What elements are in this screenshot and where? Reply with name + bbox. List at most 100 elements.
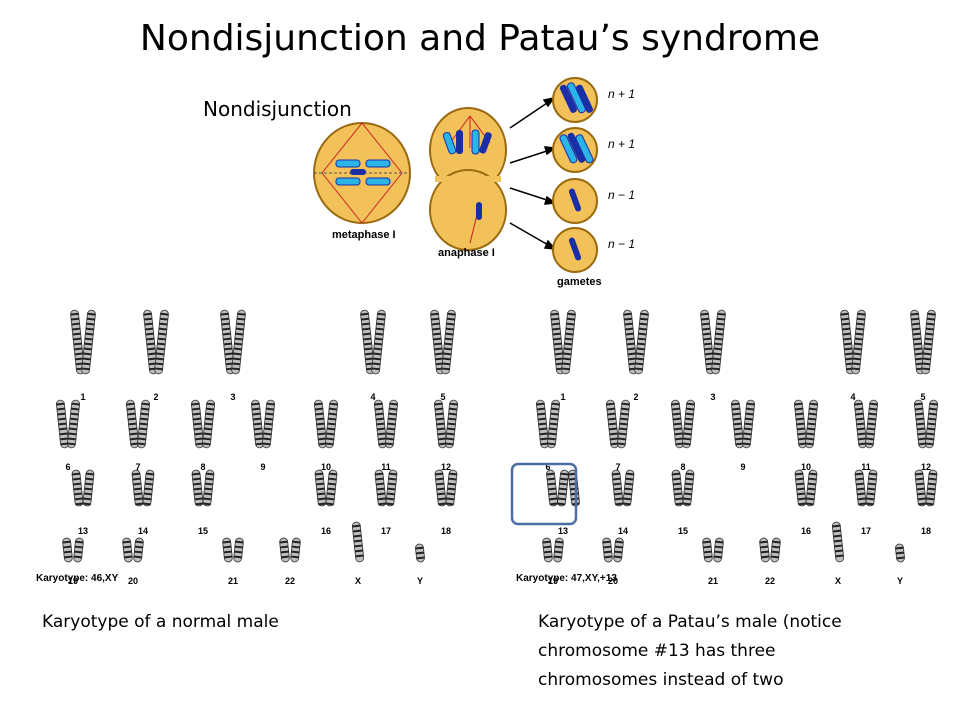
chromosome	[385, 399, 398, 449]
chromosome	[191, 399, 204, 449]
slide-title: Nondisjunction and Patau’s syndrome	[139, 18, 821, 59]
chromosome-number: 1	[80, 392, 85, 402]
chromosome-number: 6	[545, 462, 550, 472]
chromosome	[154, 309, 169, 375]
gamete-3	[552, 178, 598, 224]
chromosome-number: 20	[608, 576, 618, 585]
chromosome	[702, 537, 713, 563]
chromosome-number: 2	[633, 392, 638, 402]
chromosome	[73, 537, 84, 563]
chromosome	[634, 309, 649, 375]
patau-caption-line: chromosome #13 has three	[538, 641, 776, 661]
chromosome	[611, 469, 624, 507]
chromosome-number: 4	[370, 392, 375, 402]
chromosome	[671, 469, 684, 507]
patau-caption-line: chromosomes instead of two	[538, 670, 784, 690]
chromosome-number: 7	[135, 462, 140, 472]
karyotype-label: Karyotype: 47,XY,+13	[516, 573, 617, 584]
chromosome	[202, 399, 215, 449]
chromosome	[202, 469, 215, 507]
chromosome	[325, 399, 338, 449]
chromosome	[191, 469, 204, 507]
chromosome	[851, 309, 866, 375]
chromosome	[430, 309, 445, 375]
chromosome	[131, 469, 144, 507]
chromosome	[126, 399, 139, 449]
patau-caption-line: Karyotype of a Patau’s male (notice	[538, 612, 842, 632]
chromosome-number: 11	[381, 462, 391, 472]
chromosome	[67, 399, 80, 449]
chromosome	[360, 309, 375, 375]
chromosome-number: X	[835, 576, 841, 585]
chromosome	[622, 469, 635, 507]
chromosome	[568, 469, 580, 507]
normal-caption: Karyotype of a normal male	[42, 612, 279, 632]
chromosome-number: 12	[441, 462, 451, 472]
chromosome-number: 6	[65, 462, 70, 472]
chromosome	[279, 537, 290, 563]
gamete-label-2: n + 1	[608, 137, 635, 151]
chromosome	[233, 537, 244, 563]
chromosome	[617, 399, 630, 449]
chromosome	[262, 399, 275, 449]
chromosome	[895, 543, 905, 563]
chromosome	[56, 399, 69, 449]
chromosome-number: 17	[861, 526, 871, 536]
chromosome	[805, 469, 818, 507]
chromosome	[351, 521, 365, 563]
karyotype-label: Karyotype: 46,XY	[36, 573, 119, 584]
chromosome	[81, 309, 96, 375]
chromosome	[623, 309, 638, 375]
chromosome	[840, 309, 855, 375]
chromosome-number: 4	[850, 392, 855, 402]
trisomy-13-highlight	[510, 462, 578, 526]
chromosome	[542, 537, 553, 563]
chromosome-number: 18	[921, 526, 931, 536]
chromosome	[557, 469, 569, 507]
chromosome	[831, 521, 845, 563]
chromosome	[434, 469, 447, 507]
gamete-label-3: n − 1	[608, 188, 635, 202]
chromosome	[731, 399, 744, 449]
chromosome	[385, 469, 398, 507]
chromosome	[794, 469, 807, 507]
chromosome-number: 3	[710, 392, 715, 402]
chromosome	[434, 399, 447, 449]
chromosome-number: 14	[138, 526, 148, 536]
anaphase-label: anaphase I	[438, 247, 495, 259]
chromosome-number: 5	[920, 392, 925, 402]
chromosome-number: 3	[230, 392, 235, 402]
chromosome-number: 10	[321, 462, 331, 472]
chromosome	[914, 399, 927, 449]
chromosome-number: 15	[198, 526, 208, 536]
chromosome	[371, 309, 386, 375]
chromosome-number: 21	[228, 576, 238, 585]
chromosome	[251, 399, 264, 449]
gamete-label-4: n − 1	[608, 237, 635, 251]
chromosome	[613, 537, 624, 563]
chromosome	[547, 399, 560, 449]
chromosome	[82, 469, 95, 507]
division-arrows	[509, 96, 557, 250]
gamete-2	[552, 127, 598, 173]
chromosome-number: 9	[740, 462, 745, 472]
chromosome-number: 7	[615, 462, 620, 472]
metaphase-label: metaphase I	[332, 229, 396, 241]
chromosome-number: 13	[558, 526, 568, 536]
chromosome	[602, 537, 613, 563]
chromosome	[445, 469, 458, 507]
chromosome	[536, 399, 549, 449]
chromosome	[142, 469, 155, 507]
chromosome	[770, 537, 781, 563]
chromosome-number: 22	[765, 576, 775, 585]
chromosome-number: 5	[440, 392, 445, 402]
chromosome-number: 21	[708, 576, 718, 585]
chromosome	[290, 537, 301, 563]
chromosome	[854, 469, 867, 507]
chromosome-number: 20	[128, 576, 138, 585]
chromosome-number: 16	[321, 526, 331, 536]
chromosome	[122, 537, 133, 563]
chromosome	[231, 309, 246, 375]
